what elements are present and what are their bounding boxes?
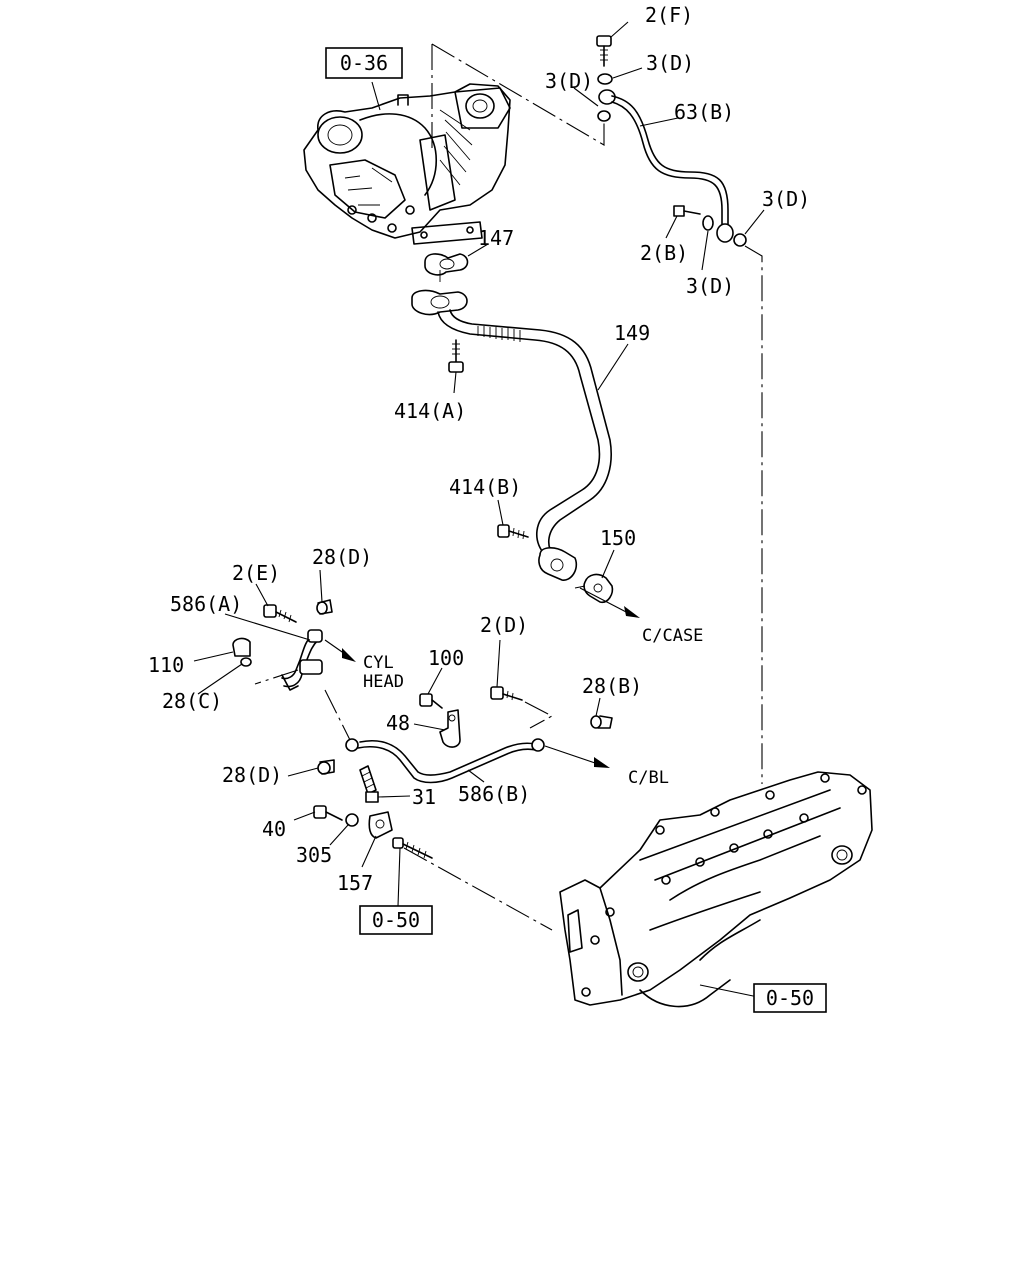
dest-c-case: C/CASE	[642, 626, 703, 646]
part-labels: 2(F) 3(D) 3(D) 63(B) 3(D) 2(B) 3(D) 147 …	[148, 3, 810, 895]
bolt-100	[419, 693, 443, 709]
sensor-31	[359, 765, 379, 803]
assembly-lines	[254, 43, 763, 931]
ref-union-text: 0-50	[372, 908, 420, 932]
label-414a: 414(A)	[394, 399, 466, 423]
label-28c: 28(C)	[162, 689, 222, 713]
destination-labels: C/CASE CYL HEAD C/BL	[363, 626, 703, 788]
bolt-414b	[497, 524, 529, 540]
ref-turbo-text: 0-36	[340, 51, 388, 75]
bolt-2d	[490, 686, 523, 701]
label-157: 157	[337, 871, 373, 895]
ref-box-turbo[interactable]: 0-36	[325, 47, 403, 79]
washer-305	[345, 813, 359, 827]
clip-28d-top	[316, 599, 333, 615]
direction-arrows	[324, 587, 640, 768]
label-110: 110	[148, 653, 184, 677]
label-147: 147	[478, 226, 514, 250]
union-157	[368, 811, 393, 839]
label-149: 149	[614, 321, 650, 345]
intake-manifold	[559, 771, 873, 1008]
label-31: 31	[412, 785, 436, 809]
label-28b: 28(B)	[582, 674, 642, 698]
label-28d-lower: 28(D)	[222, 763, 282, 787]
label-2f: 2(F)	[645, 3, 693, 27]
label-48: 48	[386, 711, 410, 735]
leader-lines	[193, 21, 765, 998]
pipe-586a	[281, 629, 323, 691]
clip-28b	[590, 715, 613, 729]
gasket-147	[424, 253, 469, 282]
pipe-149	[411, 289, 612, 581]
bracket-48	[439, 709, 461, 748]
label-3d-lower: 3(D)	[686, 274, 734, 298]
label-414b: 414(B)	[449, 475, 521, 499]
turbocharger	[303, 83, 511, 245]
label-586a: 586(A)	[170, 592, 242, 616]
label-100: 100	[428, 646, 464, 670]
label-40: 40	[262, 817, 286, 841]
label-28d-top: 28(D)	[312, 545, 372, 569]
label-2e: 2(E)	[232, 561, 280, 585]
label-150: 150	[600, 526, 636, 550]
cap-110	[232, 637, 252, 667]
label-2d: 2(D)	[480, 613, 528, 637]
gasket-150	[574, 573, 614, 604]
label-3d-top-right: 3(D)	[646, 51, 694, 75]
pipe-586b	[345, 738, 545, 784]
label-3d-top-left: 3(D)	[545, 69, 593, 93]
bolt-2e	[263, 604, 297, 623]
label-305: 305	[296, 843, 332, 867]
dest-cyl: CYL	[363, 653, 394, 673]
stud-bolt	[392, 837, 433, 859]
label-2b: 2(B)	[640, 241, 688, 265]
label-63b: 63(B)	[674, 100, 734, 124]
label-3d-right: 3(D)	[762, 187, 810, 211]
oil-feed-pipe-63b	[596, 35, 747, 247]
bolt-40	[313, 805, 343, 821]
ref-box-union[interactable]: 0-50	[359, 905, 433, 935]
clip-28d-lower	[317, 759, 335, 775]
ref-manifold-text: 0-50	[766, 986, 814, 1010]
dest-c-bl: C/BL	[628, 768, 669, 788]
label-586b: 586(B)	[458, 782, 530, 806]
dest-head: HEAD	[363, 672, 404, 692]
ref-box-manifold[interactable]: 0-50	[753, 983, 827, 1013]
bolt-414a	[448, 339, 464, 373]
